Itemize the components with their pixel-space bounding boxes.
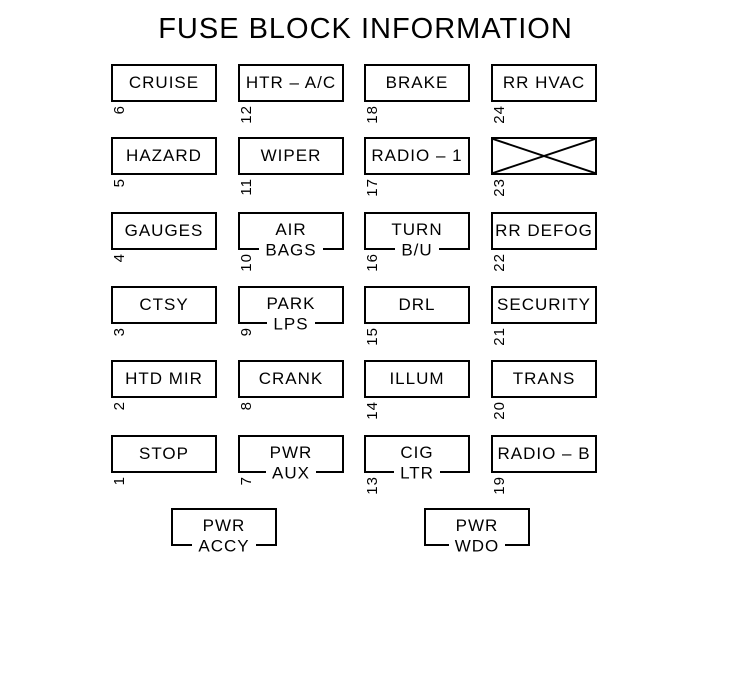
- fuse-label: STOP: [139, 444, 189, 463]
- fuse-number: 23: [491, 178, 508, 197]
- fuse-box-2: HTD MIR: [111, 360, 217, 398]
- fuse-label: SECURITY: [497, 295, 591, 314]
- fuse-label-line2: LPS: [240, 314, 342, 334]
- fuse-box-pwr-wdo: PWR WDO: [424, 508, 530, 556]
- fuse-number: 15: [364, 327, 381, 346]
- fuse-label-line2: B/U: [366, 240, 468, 260]
- fuse-label-line1: PWR: [202, 516, 246, 535]
- fuse-label: CTSY: [139, 295, 189, 314]
- fuse-number: 21: [491, 327, 508, 346]
- fuse-box-3: CTSY: [111, 286, 217, 324]
- fuse-label-line2: LTR: [366, 463, 468, 483]
- fuse-box-22: RR DEFOG: [491, 212, 597, 250]
- fuse-number: 13: [364, 476, 381, 495]
- fuse-box-20: TRANS: [491, 360, 597, 398]
- fuse-number: 4: [111, 253, 128, 263]
- fuse-box-9: PARK LPS: [238, 286, 344, 334]
- fuse-label: RR HVAC: [502, 73, 586, 92]
- fuse-number: 20: [491, 401, 508, 420]
- fuse-number: 5: [111, 178, 128, 188]
- fuse-box-11: WIPER: [238, 137, 344, 175]
- fuse-label-line2: BAGS: [240, 240, 342, 260]
- fuse-number: 1: [111, 476, 128, 486]
- fuse-label: ILLUM: [389, 369, 445, 388]
- fuse-box-13: CIG LTR: [364, 435, 470, 483]
- fuse-label-line1: PARK: [266, 294, 316, 313]
- fuse-number: 16: [364, 253, 381, 272]
- fuse-label: RADIO – B: [497, 444, 591, 463]
- fuse-label-line2: WDO: [426, 536, 528, 556]
- fuse-number: 2: [111, 401, 128, 411]
- fuse-box-10: AIR BAGS: [238, 212, 344, 260]
- fuse-label-line1: AIR: [275, 220, 307, 239]
- fuse-box-24: RR HVAC: [491, 64, 597, 102]
- fuse-number: 24: [491, 105, 508, 124]
- fuse-number: 7: [238, 476, 255, 486]
- fuse-box-14: ILLUM: [364, 360, 470, 398]
- fuse-box-4: GAUGES: [111, 212, 217, 250]
- fuse-label: RADIO – 1: [371, 146, 463, 165]
- fuse-label: HTR – A/C: [245, 73, 337, 92]
- fuse-label: WIPER: [260, 146, 322, 165]
- fuse-box-12: HTR – A/C: [238, 64, 344, 102]
- fuse-box-21: SECURITY: [491, 286, 597, 324]
- fuse-box-16: TURN B/U: [364, 212, 470, 260]
- fuse-number: 8: [238, 401, 255, 411]
- fuse-number: 9: [238, 327, 255, 337]
- fuse-label: RR DEFOG: [495, 221, 593, 240]
- fuse-box-15: DRL: [364, 286, 470, 324]
- fuse-number: 14: [364, 401, 381, 420]
- fuse-label: TRANS: [512, 369, 576, 388]
- fuse-box-pwr-accy: PWR ACCY: [171, 508, 277, 556]
- fuse-label: CRUISE: [128, 73, 200, 92]
- fuse-box-23: [491, 137, 597, 175]
- fuse-box-5: HAZARD: [111, 137, 217, 175]
- fuse-number: 17: [364, 178, 381, 197]
- fuse-label: GAUGES: [124, 221, 204, 240]
- fuse-box-17: RADIO – 1: [364, 137, 470, 175]
- fuse-label-line1: PWR: [269, 443, 313, 462]
- fuse-number: 22: [491, 253, 508, 272]
- fuse-box-8: CRANK: [238, 360, 344, 398]
- fuse-box-7: PWR AUX: [238, 435, 344, 483]
- fuse-label-line1: PWR: [455, 516, 499, 535]
- fuse-label-line2: AUX: [240, 463, 342, 483]
- fuse-box-19: RADIO – B: [491, 435, 597, 473]
- fuse-label-line1: TURN: [391, 220, 443, 239]
- fuse-box-6: CRUISE: [111, 64, 217, 102]
- crossed-out-x-icon: [493, 139, 595, 173]
- fuse-number: 6: [111, 105, 128, 115]
- fuse-number: 12: [238, 105, 255, 124]
- fuse-number: 18: [364, 105, 381, 124]
- fuse-box-18: BRAKE: [364, 64, 470, 102]
- fuse-label: HAZARD: [126, 146, 202, 165]
- fuse-label: CRANK: [258, 369, 324, 388]
- fuse-label-line1: CIG: [400, 443, 434, 462]
- fuse-number: 19: [491, 476, 508, 495]
- fuse-number: 10: [238, 253, 255, 272]
- fuse-label: BRAKE: [385, 73, 449, 92]
- fuse-label: HTD MIR: [125, 369, 203, 388]
- fuse-number: 11: [238, 178, 255, 196]
- fuse-label: DRL: [398, 295, 436, 314]
- page-title: FUSE BLOCK INFORMATION: [158, 13, 573, 45]
- fuse-label-line2: ACCY: [173, 536, 275, 556]
- fuse-number: 3: [111, 327, 128, 337]
- fuse-box-1: STOP: [111, 435, 217, 473]
